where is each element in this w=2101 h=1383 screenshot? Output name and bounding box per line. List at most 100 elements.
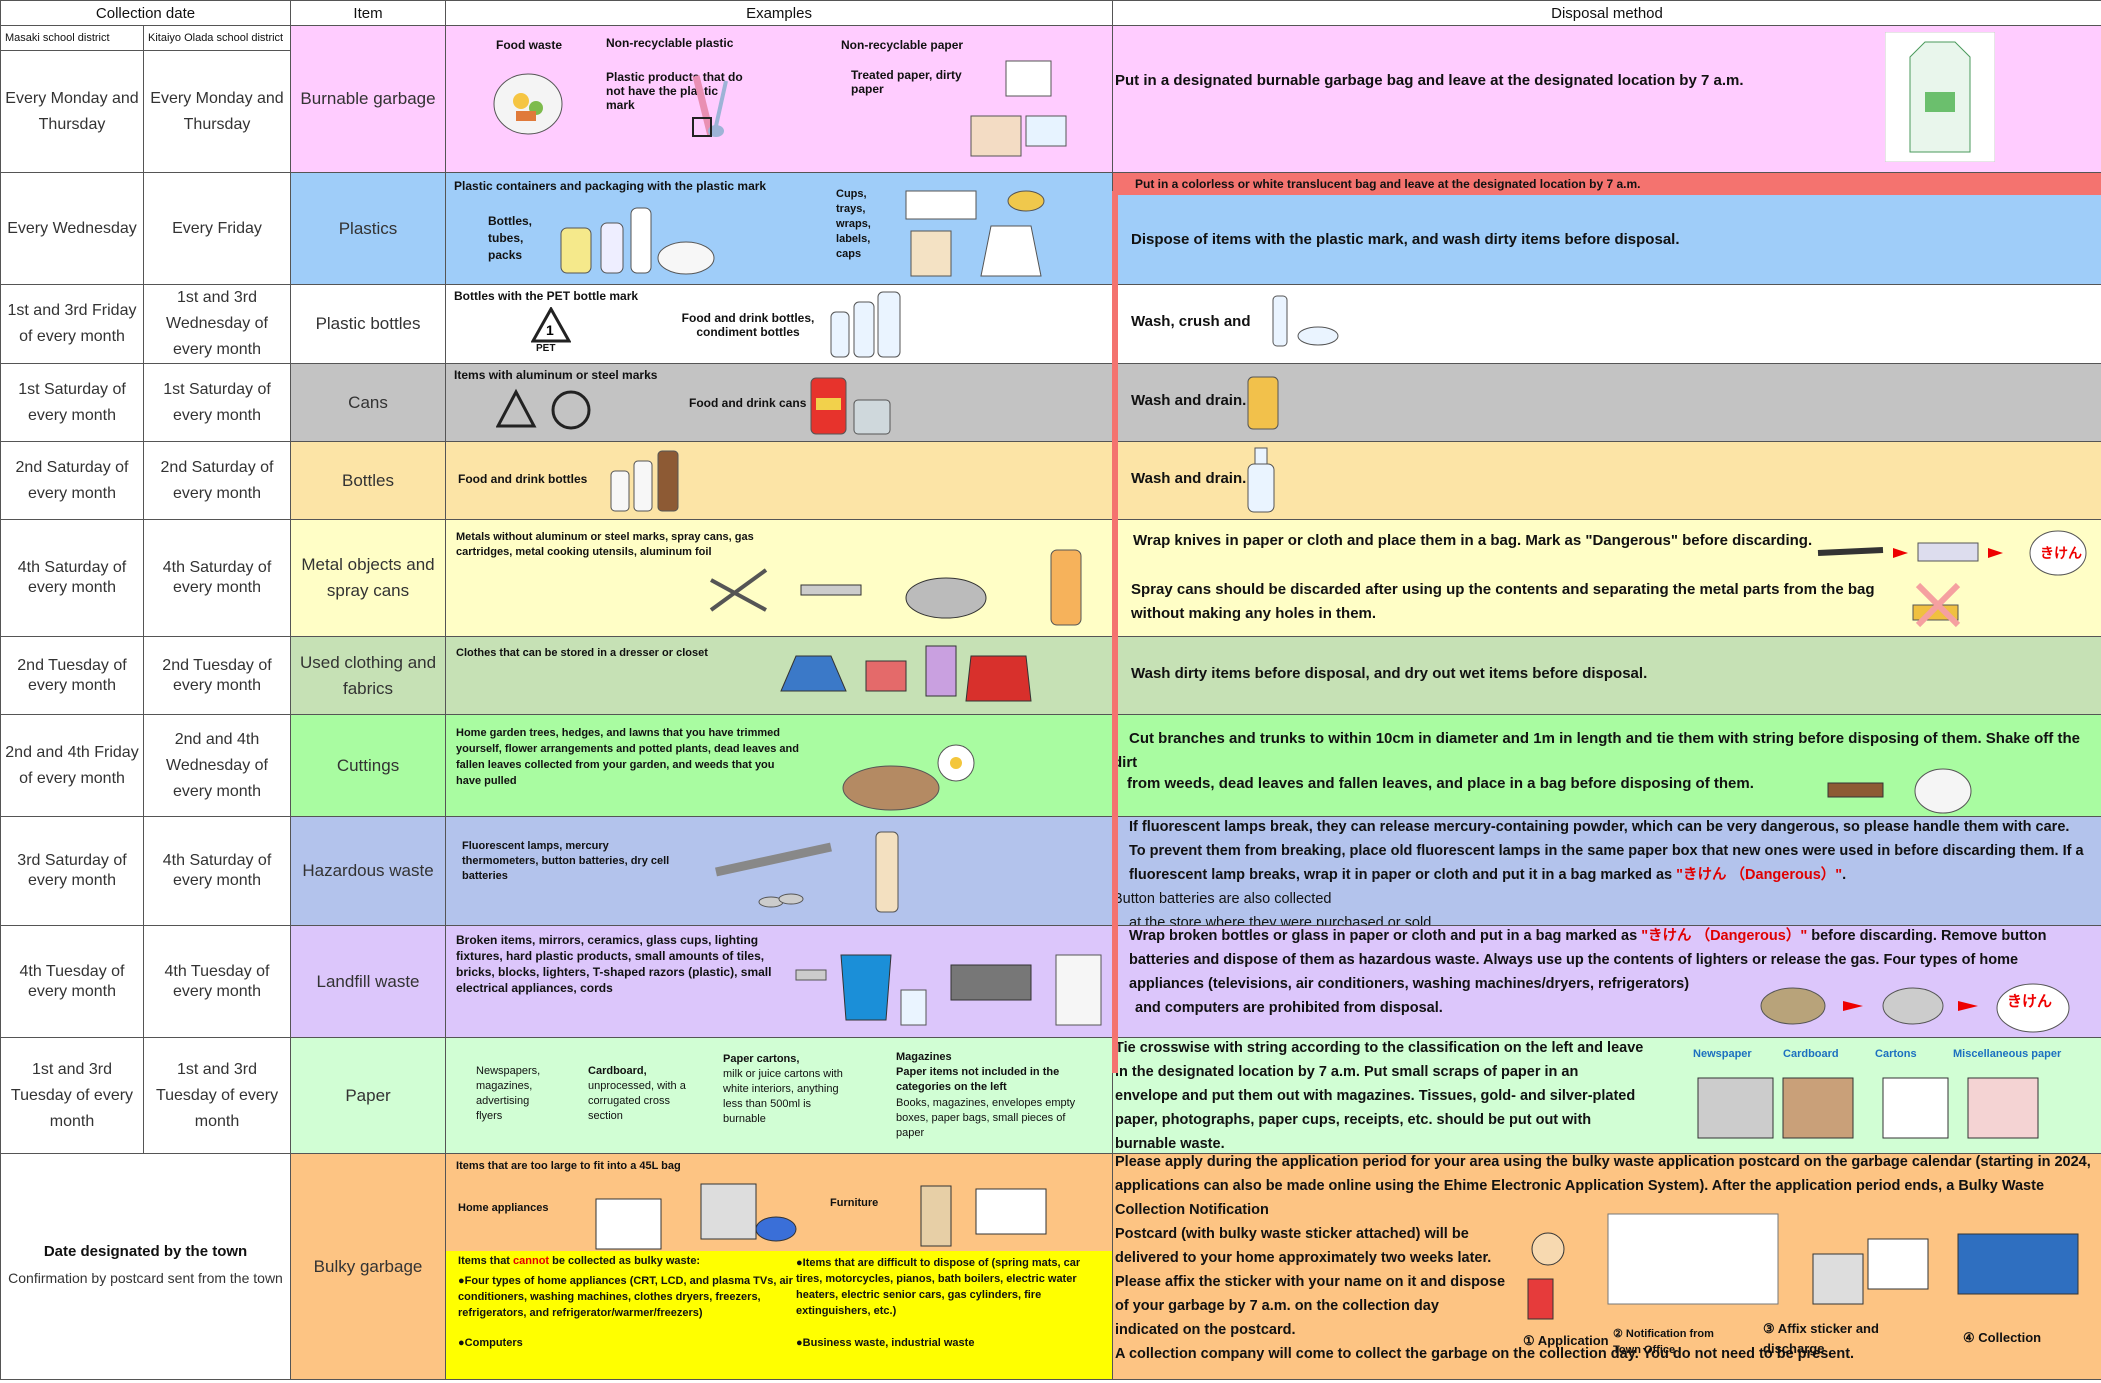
cannot-item-2: ●Computers: [458, 1337, 523, 1349]
date-pet-1: 1st and 3rd Friday of every month: [0, 284, 144, 364]
ex-nonrec-paper: Non-recyclable paper: [841, 38, 964, 52]
disposal-landfill-c: and computers are prohibited from dispos…: [1135, 1000, 1443, 1016]
item-clothing: Used clothing and fabrics: [299, 652, 437, 698]
crushed-bottle-icon: [1272, 295, 1339, 347]
paper-bundles-icon: [1697, 1077, 2039, 1139]
item-paper-cell: Paper: [290, 1037, 447, 1154]
ex-plastic-cups: Cups, trays, wraps, labels, caps: [836, 188, 871, 260]
date-burnable-1: Every Monday and Thursday: [0, 50, 144, 173]
disposal-paper: Tie crosswise with string according to t…: [1112, 1037, 2101, 1154]
date-bulky-title: Date designated by the town: [43, 1243, 248, 1260]
ex-plastic-containers: Plastic containers and packaging with th…: [454, 179, 767, 193]
disposal-burnable: Put in a designated burnable garbage bag…: [1112, 25, 2101, 173]
item-cuttings-cell: Cuttings: [290, 714, 447, 817]
item-burnable-cell: Burnable garbage: [290, 25, 447, 173]
examples-clothing: Clothes that can be stored in a dresser …: [445, 636, 1114, 715]
disposal-burnable-text: Put in a designated burnable garbage bag…: [1115, 72, 1744, 89]
spray-can-crossed-icon: [1912, 582, 1961, 628]
item-pet-cell: Plastic bottles: [290, 284, 447, 364]
disposal-hazardous-d: at the store where they were purchased o…: [1129, 915, 1436, 926]
cannot-collect-box: Items that cannot be collected as bulky …: [446, 1251, 1112, 1379]
difficult-item-1: ●Items that are difficult to dispose of …: [796, 1257, 1081, 1317]
item-bulky: Bulky garbage: [313, 1256, 423, 1276]
date-clothing-1: 2nd Tuesday of every month: [0, 636, 144, 715]
translucent-bag-banner: Put in a colorless or white translucent …: [1113, 173, 2101, 195]
item-metal: Metal objects and spray cans: [301, 555, 435, 600]
examples-pet: Bottles with the PET bottle mark 1 PET F…: [445, 284, 1114, 364]
label-cartons: Cartons: [1875, 1048, 1917, 1060]
date-plastics-2: Every Friday: [142, 172, 292, 285]
disposal-landfill-b: before discarding. Remove button batteri…: [1129, 928, 2047, 992]
ex-clothing: Clothes that can be stored in a dresser …: [456, 647, 708, 659]
disposal-cans-text: Wash and drain.: [1131, 392, 1247, 409]
examples-plastics: Plastic containers and packaging with th…: [445, 172, 1114, 285]
date-landfill-2: 4th Tuesday of every month: [142, 925, 292, 1038]
disposal-clothing-text: Wash dirty items before disposal, and dr…: [1131, 665, 1648, 682]
disposal-metal-text-2: Spray cans should be discarded after usi…: [1131, 581, 1875, 622]
item-metal-cell: Metal objects and spray cans: [290, 519, 447, 637]
disposal-paper-text: Tie crosswise with string according to t…: [1115, 1040, 1644, 1152]
ex-plastic-bottles: Bottles, tubes, packs: [488, 214, 533, 262]
examples-landfill: Broken items, mirrors, ceramics, glass c…: [445, 925, 1114, 1038]
burnable-bag-icon: [1885, 32, 1996, 162]
disposal-plastics: Put in a colorless or white translucent …: [1112, 172, 2101, 285]
date-cuttings-1: 2nd and 4th Friday of every month: [0, 714, 144, 817]
item-bulky-cell: Bulky garbage: [290, 1153, 447, 1380]
plastic-bottles-icon: [560, 207, 715, 275]
ex-bulky-home: Home appliances: [458, 1202, 549, 1214]
ex-paper-cardboard-title: Cardboard,: [588, 1065, 647, 1077]
date-bottles-1: 2nd Saturday of every month: [0, 441, 144, 520]
examples-bottles: Food and drink bottles: [445, 441, 1114, 520]
disposal-hazardous-text: If fluorescent lamps break, they can rel…: [1114, 818, 2089, 888]
item-plastics-cell: Plastics: [290, 172, 447, 285]
date-burnable-2: Every Monday and Thursday: [142, 50, 292, 173]
disposal-cuttings-text-1: Cut branches and trunks to within 10cm i…: [1113, 730, 2080, 771]
date-bulky-sub: Confirmation by postcard sent from the t…: [8, 1270, 283, 1286]
item-bottles-cell: Bottles: [290, 441, 447, 520]
label-misc-paper: Miscellaneous paper: [1953, 1048, 2062, 1060]
date-plastics-1: Every Wednesday: [0, 172, 144, 285]
ex-food-waste: Food waste: [496, 38, 563, 52]
header-examples: Examples: [445, 0, 1114, 26]
examples-metal: Metals without aluminum or steel marks, …: [445, 519, 1114, 637]
date-cuttings-2: 2nd and 4th Wednesday of every month: [142, 714, 292, 817]
disposal-bulky-text-1: Please apply during the application peri…: [1115, 1154, 2091, 1219]
examples-burnable: Food waste Non-recyclable plastic Plasti…: [445, 25, 1114, 173]
step-affix-sticker: ③ Affix sticker and discharge: [1763, 1321, 1879, 1356]
ex-bulky-large: Items that are too large to fit into a 4…: [456, 1160, 681, 1172]
disposal-cuttings: Cut branches and trunks to within 10cm i…: [1112, 714, 2101, 817]
item-cans: Cans: [348, 392, 388, 412]
item-cans-cell: Cans: [290, 363, 447, 442]
ex-pet-mark: Bottles with the PET bottle mark: [454, 289, 639, 303]
ex-paper-magazines-b: Paper items not included in the categori…: [896, 1066, 1060, 1093]
date-paper-2: 1st and 3rd Tuesday of every month: [142, 1037, 292, 1154]
examples-paper: Newspapers, magazines, advertising flyer…: [445, 1037, 1114, 1154]
translucent-bag-divider: [1112, 191, 1118, 1073]
disposal-clothing: Wash dirty items before disposal, and dr…: [1112, 636, 2101, 715]
ex-paper-magazines: Books, magazines, envelopes empty boxes,…: [896, 1097, 1076, 1139]
difficult-item-2: ●Business waste, industrial waste: [796, 1337, 975, 1349]
ex-landfill: Broken items, mirrors, ceramics, glass c…: [456, 933, 772, 995]
cans-icon: [810, 377, 891, 435]
examples-hazardous: Fluorescent lamps, mercury thermometers,…: [445, 816, 1114, 926]
header-item: Item: [290, 0, 447, 26]
dangerous-mark-label-2: "きけん （Dangerous）": [1641, 928, 1808, 944]
food-bag-icon: [493, 73, 563, 135]
date-clothing-2: 2nd Tuesday of every month: [142, 636, 292, 715]
disposal-pet: Wash, crush and: [1112, 284, 2101, 364]
ex-bottles-food: Food and drink bottles: [458, 472, 588, 486]
ex-paper-cardboard: unprocessed, with a corrugated cross sec…: [588, 1080, 686, 1122]
cannot-title-b: be collected as bulky waste:: [549, 1255, 701, 1267]
ex-hazardous: Fluorescent lamps, mercury thermometers,…: [462, 840, 670, 882]
disposal-landfill-text: Wrap broken bottles or glass in paper or…: [1114, 927, 2089, 997]
knife-wrap-sequence-icon: きけん: [1817, 530, 2087, 576]
disposal-hazardous: If fluorescent lamps break, they can rel…: [1112, 816, 2101, 926]
glass-bottles-icon: [610, 450, 679, 512]
ex-pet-label: PET: [536, 343, 556, 354]
date-hazardous-2: 4th Saturday of every month: [142, 816, 292, 926]
step-application: ① Application: [1523, 1333, 1609, 1348]
plastic-mark-icon: [692, 117, 713, 137]
disposal-bulky-text-3: A collection company will come to collec…: [1115, 1346, 1855, 1362]
bottle-icon: [1247, 447, 1275, 513]
disposal-metal-text-1: Wrap knives in paper or cloth and place …: [1133, 532, 1813, 549]
